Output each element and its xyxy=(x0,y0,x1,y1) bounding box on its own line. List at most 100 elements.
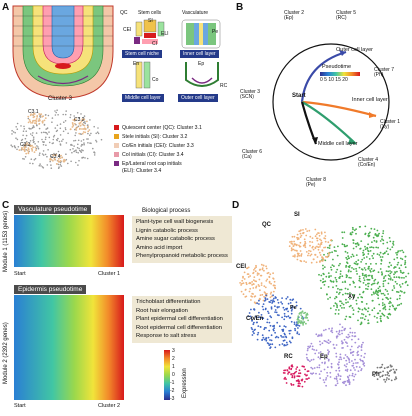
scatter-dot xyxy=(350,277,352,279)
scatter-dot xyxy=(345,301,347,304)
scatter-dot xyxy=(43,123,46,126)
scatter-dot xyxy=(87,132,89,135)
scatter-dot xyxy=(351,364,354,367)
scatter-dot xyxy=(381,238,383,240)
scatter-dot xyxy=(369,250,372,252)
scatter-dot xyxy=(401,282,404,285)
scatter-dot xyxy=(270,282,272,285)
scatter-dot xyxy=(339,288,341,291)
scatter-dot xyxy=(313,349,315,351)
scatter-dot xyxy=(395,368,398,371)
scatter-dot xyxy=(335,250,337,252)
scatter-dot xyxy=(39,163,41,165)
scatter-dot xyxy=(249,282,252,285)
scatter-dot xyxy=(250,317,253,320)
process-item: Root hair elongation xyxy=(136,307,188,314)
scatter-dot xyxy=(240,290,243,293)
scatter-dot xyxy=(62,113,64,116)
middle-layer-diagram xyxy=(135,61,151,89)
scatter-dot xyxy=(370,283,373,286)
scatter-dot xyxy=(398,284,401,286)
scatter-dot xyxy=(54,154,56,157)
scatter-dot xyxy=(18,149,21,151)
scatter-dot xyxy=(11,129,13,132)
scatter-dot xyxy=(388,374,390,377)
scatter-dot xyxy=(305,378,308,380)
scatter-dot xyxy=(25,140,28,143)
cluster-3-scatter xyxy=(10,109,103,169)
scatter-dot xyxy=(258,299,260,302)
scatter-dot xyxy=(388,378,390,381)
scatter-dot xyxy=(242,276,244,279)
scatter-dot xyxy=(386,366,389,369)
scatter-dot xyxy=(338,277,341,279)
scatter-dot xyxy=(62,130,65,133)
scatter-dot xyxy=(380,315,382,318)
outer-layer-diagram xyxy=(185,62,219,87)
scatter-dot xyxy=(83,124,86,127)
scatter-dot xyxy=(21,146,23,149)
scatter-dot xyxy=(84,122,86,125)
scatter-dot xyxy=(52,136,55,138)
scatter-dot xyxy=(264,297,267,299)
scatter-dot xyxy=(257,325,260,327)
scatter-dot xyxy=(400,271,402,274)
scatter-dot xyxy=(309,244,311,247)
heatmap-module-2 xyxy=(14,295,124,400)
scatter-dot xyxy=(297,317,299,320)
scatter-dot xyxy=(384,374,387,376)
scatter-dot xyxy=(294,371,296,374)
scatter-dot xyxy=(401,258,404,261)
scatter-dot xyxy=(389,297,392,300)
scatter-dot xyxy=(357,354,360,356)
scatter-dot xyxy=(303,365,305,368)
scatter-dot xyxy=(261,334,264,337)
scatter-dot xyxy=(385,270,388,272)
scatter-dot xyxy=(375,289,378,292)
co-label: Co xyxy=(152,77,159,83)
scatter-dot xyxy=(254,267,256,270)
scatter-dot xyxy=(326,371,328,374)
scatter-dot xyxy=(339,353,342,356)
scatter-dot xyxy=(254,295,257,297)
scatter-dot xyxy=(351,307,354,309)
scatter-dot xyxy=(323,253,325,256)
scatter-dot xyxy=(341,381,344,384)
scatter-dot xyxy=(24,144,26,146)
scatter-dot xyxy=(327,254,330,257)
scatter-dot xyxy=(388,302,390,305)
scatter-dot xyxy=(315,233,318,236)
cb-tick: 0 xyxy=(172,372,175,378)
scatter-dot xyxy=(335,271,338,273)
scatter-dot xyxy=(389,277,392,279)
process-item: Amino acid import xyxy=(136,244,183,251)
scatter-dot xyxy=(291,235,294,238)
scatter-dot xyxy=(301,379,303,382)
scatter-dot xyxy=(323,329,325,332)
scatter-dot xyxy=(374,292,377,294)
scatter-dot xyxy=(346,355,349,358)
scatter-dot xyxy=(389,272,392,275)
scatter-dot xyxy=(373,228,376,230)
scatter-dot xyxy=(341,275,344,278)
scatter-dot xyxy=(262,264,265,267)
scatter-dot xyxy=(382,252,385,255)
cluster-tag-c3-3: C3.3 xyxy=(20,142,31,148)
scatter-dot xyxy=(337,373,340,376)
legend-row-qc: Quiescent center (QC): Cluster 3.1 xyxy=(114,125,202,131)
scatter-dot xyxy=(360,317,362,319)
scatter-dot xyxy=(266,272,269,275)
scatter-dot xyxy=(265,294,268,297)
scatter-dot xyxy=(59,123,62,125)
scatter-dot xyxy=(57,167,60,169)
scatter-dot xyxy=(287,315,290,318)
scatter-dot xyxy=(365,308,367,311)
scatter-dot xyxy=(371,255,374,257)
scatter-dot xyxy=(251,295,253,298)
scatter-dot xyxy=(311,348,314,350)
scatter-dot xyxy=(393,287,396,289)
scatter-dot xyxy=(302,322,304,325)
scatter-dot xyxy=(327,272,330,274)
scatter-dot xyxy=(331,251,333,254)
scatter-dot xyxy=(283,312,286,315)
